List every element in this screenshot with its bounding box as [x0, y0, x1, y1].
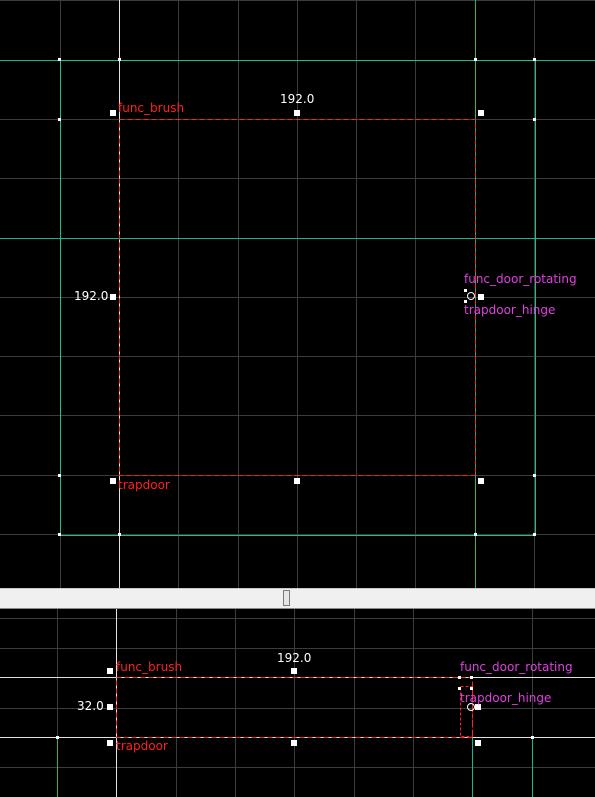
entity-handle[interactable] — [458, 687, 461, 690]
resize-handle-top-left[interactable] — [110, 110, 116, 116]
height-dimension-label: 192.0 — [74, 289, 109, 303]
resize-handle-left[interactable] — [110, 294, 116, 300]
entity-class-label: func_door_rotating — [464, 272, 577, 286]
resize-handle-bottom-left[interactable] — [110, 478, 116, 484]
entity-handle[interactable] — [464, 289, 467, 292]
resize-handle-bottom-right[interactable] — [475, 740, 481, 746]
resize-handle-top-left[interactable] — [107, 668, 113, 674]
viewport-splitter[interactable] — [0, 588, 595, 609]
width-dimension-label: 192.0 — [280, 92, 315, 106]
entity-handle[interactable] — [458, 676, 461, 679]
width-dimension-label: 192.0 — [277, 651, 312, 665]
entity-origin-marker[interactable] — [467, 703, 475, 711]
resize-handle-bottom-left[interactable] — [107, 740, 113, 746]
brush-name-label: func_brush — [118, 101, 185, 115]
entity-handle[interactable] — [470, 676, 473, 679]
height-dimension-label: 32.0 — [77, 699, 104, 713]
resize-handle-top[interactable] — [291, 668, 297, 674]
entity-class-label: func_door_rotating — [460, 660, 573, 674]
resize-handle-right[interactable] — [475, 704, 481, 710]
resize-handle-bottom-right[interactable] — [478, 478, 484, 484]
top-viewport-grid — [0, 0, 595, 588]
splitter-grip-handle[interactable] — [283, 590, 290, 606]
top-2d-viewport[interactable]: func_brush trapdoor 192.0 192.0 func_doo… — [0, 0, 595, 588]
resize-handle-bottom[interactable] — [291, 740, 297, 746]
resize-handle-top-right[interactable] — [478, 110, 484, 116]
brush-name-label: func_brush — [116, 660, 183, 674]
resize-handle-right[interactable] — [478, 294, 484, 300]
entity-origin-marker[interactable] — [467, 292, 475, 300]
entity-target-label: trapdoor_hinge — [464, 303, 556, 317]
entity-target-label: trapdoor_hinge — [460, 691, 552, 705]
side-viewport-grid — [0, 609, 595, 797]
brush-target-label: trapdoor — [116, 739, 168, 753]
side-2d-viewport[interactable]: func_brush trapdoor 192.0 32.0 func_door… — [0, 609, 595, 797]
entity-handle[interactable] — [470, 687, 473, 690]
entity-handle[interactable] — [464, 300, 467, 303]
resize-handle-left[interactable] — [107, 704, 113, 710]
resize-handle-top[interactable] — [294, 110, 300, 116]
resize-handle-bottom[interactable] — [294, 478, 300, 484]
brush-target-label: trapdoor — [118, 478, 170, 492]
